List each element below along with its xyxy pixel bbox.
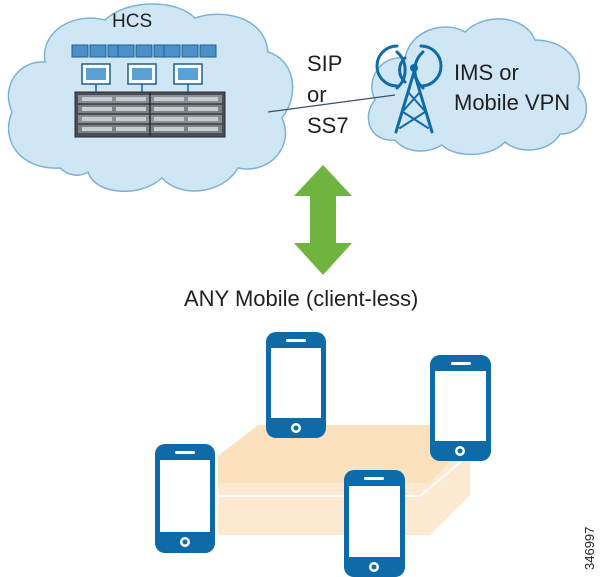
- link-label-line-1: SIP: [307, 51, 342, 76]
- mobile-label: ANY Mobile (client-less): [184, 286, 418, 311]
- radio-tower-waves-icon: [375, 44, 443, 88]
- link-label-line-3: SS7: [307, 113, 349, 138]
- vm-group-2-icon: [117, 44, 171, 92]
- vm-group-1-icon: [71, 44, 125, 92]
- server-rack-icon: [74, 91, 226, 138]
- phone-icon-bottom: [344, 470, 405, 577]
- link-label: SIP or SS7: [307, 51, 349, 138]
- figure-id: 346997: [582, 527, 597, 570]
- phone-icon-left: [155, 444, 215, 553]
- link-label-line-2: or: [307, 82, 327, 107]
- sip-ss7-link: [267, 94, 396, 113]
- hcs-label: HCS: [112, 11, 152, 32]
- ims-label-line-2: Mobile VPN: [454, 90, 570, 115]
- phone-icon-right: [430, 355, 491, 461]
- double-arrow-icon: [294, 165, 352, 275]
- ims-cloud: [367, 18, 588, 156]
- ims-label: IMS or Mobile VPN: [454, 60, 570, 115]
- ims-label-line-1: IMS or: [454, 60, 519, 85]
- vm-group-3-icon: [163, 44, 217, 92]
- virtual-machines-icon: [71, 44, 217, 92]
- phone-icon-top: [266, 332, 326, 438]
